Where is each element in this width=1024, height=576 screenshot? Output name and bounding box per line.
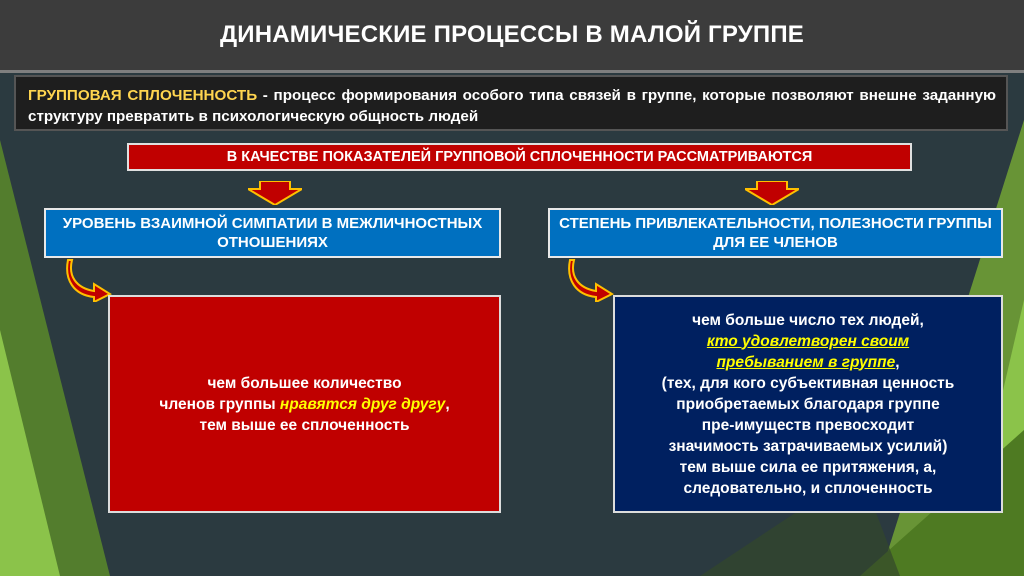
indicators-header-text: В КАЧЕСТВЕ ПОКАЗАТЕЛЕЙ ГРУППОВОЙ СПЛОЧЕН… [226, 149, 813, 165]
attractiveness-explanation: чем больше число тех людей, кто удовлетв… [613, 295, 1003, 513]
definition-term: ГРУППОВАЯ СПЛОЧЕННОСТЬ [28, 87, 258, 104]
sympathy-line-2-start: членов группы [159, 395, 280, 413]
sympathy-line-2: членов группы нравятся друг другу, [159, 394, 449, 415]
indicator-sympathy: УРОВЕНЬ ВЗАИМНОЙ СИМПАТИИ В МЕЖЛИЧНОСТНЫ… [44, 208, 501, 258]
sympathy-line-1: чем большее количество [207, 374, 402, 392]
attr-line-4: (тех, для кого субъективная ценность [661, 374, 955, 392]
attr-highlight-1: кто удовлетворен своим [706, 332, 910, 350]
page-title: ДИНАМИЧЕСКИЕ ПРОЦЕССЫ В МАЛОЙ ГРУППЕ [220, 21, 804, 48]
sympathy-highlight: нравятся друг другу [279, 395, 446, 413]
title-bar: ДИНАМИЧЕСКИЕ ПРОЦЕССЫ В МАЛОЙ ГРУППЕ [0, 0, 1024, 73]
attr-line-3: пребыванием в группе, [662, 352, 955, 373]
attr-line-3-end: , [895, 353, 900, 371]
attr-line-1: чем больше число тех людей, [692, 311, 924, 329]
indicator-sympathy-label: УРОВЕНЬ ВЗАИМНОЙ СИМПАТИИ В МЕЖЛИЧНОСТНЫ… [62, 215, 483, 251]
attr-highlight-2: пребыванием в группе [716, 353, 896, 371]
attr-line-5: приобретаемых благодаря группе [676, 395, 940, 413]
indicators-header: В КАЧЕСТВЕ ПОКАЗАТЕЛЕЙ ГРУППОВОЙ СПЛОЧЕН… [127, 143, 912, 171]
indicator-attractiveness-label: СТЕПЕНЬ ПРИВЛЕКАТЕЛЬНОСТИ, ПОЛЕЗНОСТИ ГР… [559, 215, 992, 251]
indicator-attractiveness: СТЕПЕНЬ ПРИВЛЕКАТЕЛЬНОСТИ, ПОЛЕЗНОСТИ ГР… [548, 208, 1003, 258]
down-arrow-left-icon [248, 181, 302, 205]
definition-text: - процесс формирования особого типа связ… [28, 87, 996, 125]
curved-arrow-right-icon [568, 259, 614, 302]
sympathy-explanation: чем большее количество членов группы нра… [108, 295, 501, 513]
attr-line-8: тем выше сила ее притяжения, а, [679, 458, 937, 476]
attr-line-7: значимость затрачиваемых усилий) [668, 437, 948, 455]
attr-line-6: пре-имуществ превосходит [701, 416, 915, 434]
attr-line-9: следовательно, и сплоченность [683, 479, 933, 497]
attr-line-2: кто удовлетворен своим [662, 331, 955, 352]
sympathy-line-2-end: , [445, 395, 450, 413]
sympathy-line-3: тем выше ее сплоченность [199, 416, 410, 434]
definition-box: ГРУППОВАЯ СПЛОЧЕННОСТЬ - процесс формиро… [14, 75, 1008, 131]
curved-arrow-left-icon [66, 259, 112, 302]
down-arrow-right-icon [745, 181, 799, 205]
